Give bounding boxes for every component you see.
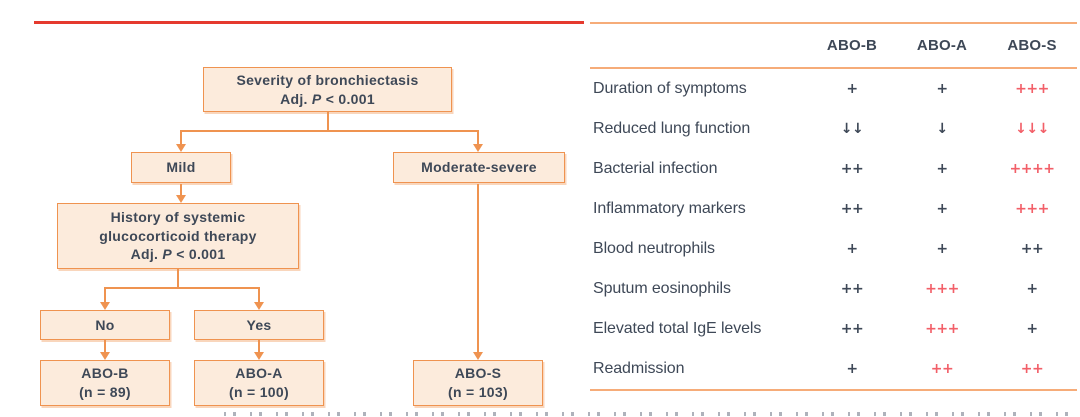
row-label: Bacterial infection <box>593 160 718 177</box>
flow-node-abo-s: ABO-S (n = 103) <box>413 360 543 406</box>
flow-node-moderate-severe: Moderate-severe <box>393 152 565 183</box>
moderate-severe-label: Moderate-severe <box>421 159 537 176</box>
row-value: + <box>936 241 948 257</box>
row-value: + <box>846 361 858 377</box>
row-label: Readmission <box>593 360 685 377</box>
arrowhead-aboa <box>254 352 264 360</box>
table-top-rule <box>590 22 1077 24</box>
severity-pvalue: Adj. P < 0.001 <box>280 90 375 107</box>
abo-s-n: (n = 103) <box>448 384 508 400</box>
connector-drop-no <box>104 287 106 303</box>
row-label: Inflammatory markers <box>593 200 746 217</box>
abo-b-n: (n = 89) <box>79 384 131 400</box>
arrowhead-history <box>176 195 186 203</box>
connector-yes-aboa <box>258 340 260 353</box>
connector-severity-stem <box>327 112 329 132</box>
abo-a-n: (n = 100) <box>229 384 289 400</box>
row-value: + <box>936 161 948 177</box>
row-value: ++ <box>930 361 954 377</box>
col-header-abo-a: ABO-A <box>916 37 968 54</box>
table-row: Elevated total IgE levels ++ +++ + <box>590 309 1077 349</box>
flow-node-abo-a: ABO-A (n = 100) <box>194 360 324 406</box>
yes-label: Yes <box>246 316 272 333</box>
connector-modsev-abos <box>477 184 479 353</box>
connector-mild-history <box>180 184 182 196</box>
row-label: Duration of symptoms <box>593 80 747 97</box>
connector-severity-split <box>180 130 479 132</box>
flow-node-mild: Mild <box>131 152 231 183</box>
row-value: + <box>846 81 858 97</box>
flow-node-history: History of systemic glucocorticoid thera… <box>57 203 299 269</box>
row-value: ↓↓↓ <box>1015 121 1049 137</box>
flow-node-yes: Yes <box>194 310 324 340</box>
abo-s-name: ABO-S <box>454 365 502 382</box>
row-label: Reduced lung function <box>593 120 751 137</box>
table-row: Readmission + ++ ++ <box>590 349 1077 389</box>
abo-a-name: ABO-A <box>235 365 283 382</box>
table-row: Bacterial infection ++ + ++++ <box>590 149 1077 189</box>
connector-drop-mild <box>180 130 182 145</box>
connector-history-stem <box>177 269 179 288</box>
history-pvalue: Adj. P < 0.001 <box>130 246 226 263</box>
row-value: +++ <box>925 281 959 297</box>
row-label: Blood neutrophils <box>593 240 715 257</box>
row-label: Sputum eosinophils <box>593 280 731 297</box>
row-value: +++ <box>1015 201 1049 217</box>
clipped-caption-remnant <box>224 412 1076 416</box>
history-line1: History of systemic <box>110 208 246 225</box>
connector-no-abob <box>104 340 106 353</box>
row-value: +++ <box>1015 81 1049 97</box>
row-value: ↓ <box>936 121 948 137</box>
table-row: Blood neutrophils + + ++ <box>590 229 1077 269</box>
severity-line1: Severity of bronchiectasis <box>236 71 419 88</box>
row-value: ++ <box>1020 361 1044 377</box>
arrowhead-yes <box>254 302 264 310</box>
flow-node-abo-b: ABO-B (n = 89) <box>40 360 170 406</box>
row-value: ++ <box>840 281 864 297</box>
flow-node-no: No <box>40 310 170 340</box>
row-value: ++ <box>840 201 864 217</box>
col-header-abo-s: ABO-S <box>1007 37 1057 54</box>
row-value: + <box>936 201 948 217</box>
table-bottom-rule <box>590 389 1077 391</box>
row-value: ++ <box>840 321 864 337</box>
arrowhead-abob <box>100 352 110 360</box>
row-value: + <box>1026 321 1038 337</box>
connector-drop-yes <box>258 287 260 303</box>
row-value: + <box>936 81 948 97</box>
top-red-rule <box>34 21 584 24</box>
row-value: +++ <box>925 321 959 337</box>
table-row: Sputum eosinophils ++ +++ + <box>590 269 1077 309</box>
table-header-rule <box>590 67 1077 69</box>
arrowhead-mild <box>176 144 186 152</box>
history-line2: glucocorticoid therapy <box>99 227 257 244</box>
table-row: Reduced lung function ↓↓ ↓ ↓↓↓ <box>590 109 1077 149</box>
table-header-row: ABO-B ABO-A ABO-S <box>590 24 1077 67</box>
connector-history-split <box>104 287 260 289</box>
no-label: No <box>95 316 115 333</box>
col-header-abo-b: ABO-B <box>826 37 878 54</box>
row-value: + <box>1026 281 1038 297</box>
arrowhead-abos <box>473 352 483 360</box>
arrowhead-modsev <box>473 144 483 152</box>
comparison-table: ABO-B ABO-A ABO-S Duration of symptoms +… <box>590 22 1077 391</box>
row-label: Elevated total IgE levels <box>593 320 762 337</box>
mild-label: Mild <box>166 159 196 176</box>
row-value: ↓↓ <box>840 121 864 137</box>
abo-b-name: ABO-B <box>81 365 129 382</box>
flow-node-severity: Severity of bronchiectasis Adj. P < 0.00… <box>203 67 452 112</box>
connector-drop-modsev <box>477 130 479 145</box>
row-value: ++ <box>1020 241 1044 257</box>
table-row: Duration of symptoms + + +++ <box>590 69 1077 109</box>
row-value: ++++ <box>1009 161 1055 177</box>
row-value: + <box>846 241 858 257</box>
arrowhead-no <box>100 302 110 310</box>
table-row: Inflammatory markers ++ + +++ <box>590 189 1077 229</box>
row-value: ++ <box>840 161 864 177</box>
